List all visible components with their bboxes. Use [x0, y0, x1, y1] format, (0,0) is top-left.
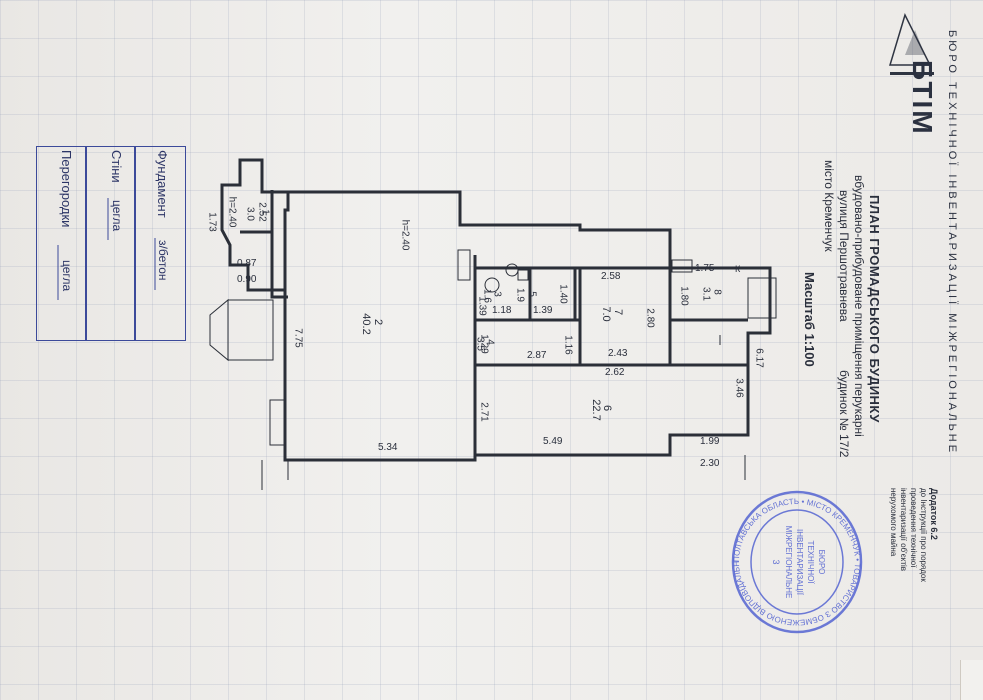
dimension-label: 1.39: [476, 296, 488, 316]
height-label: h=2.40: [226, 196, 238, 228]
dimension-label: 1.40: [557, 284, 569, 304]
room-2-number: 2: [372, 318, 384, 326]
stamp-line: ТЕХНІЧНОЇ: [806, 540, 815, 584]
dimension-label: 1.29: [478, 334, 490, 354]
dimension-label: 1.75: [695, 263, 715, 274]
room-8-number: 8: [711, 289, 723, 295]
dimension-label: 1.16: [562, 335, 574, 355]
dimension-label: 0.87: [237, 258, 257, 269]
room-6-area: 22.7: [590, 399, 602, 421]
room-2-area: 40.2: [360, 313, 372, 335]
stamp-line: МІЖРЕГІОНАЛЬНЕ: [784, 526, 793, 599]
logo-icon: [888, 12, 934, 75]
dimension-label: 1.39: [533, 305, 553, 316]
height-label: h=2.40: [399, 219, 411, 251]
materials-legend: [36, 146, 186, 341]
dimension-label: 2.80: [644, 308, 656, 328]
dimension-label: 7.75: [292, 328, 304, 348]
legend-divider: [85, 147, 87, 340]
dimension-label: 2.43: [608, 348, 628, 359]
stamp-line: 3: [771, 559, 781, 564]
dimension-label: 6.17: [753, 348, 765, 368]
dimension-label: 2.58: [601, 271, 621, 282]
stamp-line: БЮРО: [817, 550, 826, 575]
legend-divider: [134, 147, 136, 340]
room-marker: [484, 277, 500, 293]
room-7-number: 7: [612, 308, 624, 316]
dimension-label: 3.46: [733, 378, 745, 398]
dimension-label: 1.73: [206, 212, 218, 232]
dimension-label: 2.87: [527, 350, 547, 361]
dimension-label: 2.30: [700, 458, 720, 469]
room-5-number: 5: [526, 291, 538, 297]
room-1-area: 3.0: [244, 207, 256, 221]
stamp-line: ІНВЕНТАРИЗАЦІЇ: [795, 529, 804, 596]
sheet-edge: [960, 660, 983, 700]
dimension-label: 1.80: [678, 286, 690, 306]
room-8-area: 3.1: [700, 287, 712, 301]
dimension-label: 5.49: [543, 436, 563, 447]
dimension-label: 1.99: [700, 436, 720, 447]
dimension-label: 5.34: [378, 442, 398, 453]
dimension-label: 1.18: [492, 305, 512, 316]
dimension-label: 2.52: [256, 202, 268, 222]
room-3-number: 3: [491, 291, 503, 297]
official-stamp: ПОЛТАВСЬКА ОБЛАСТЬ • МІСТО КРЕМЕНЧУК • Т…: [730, 487, 863, 634]
room-6-number: 6: [601, 404, 613, 412]
room-5-area: 1.9: [514, 288, 526, 302]
outer-wall: [283, 190, 772, 462]
room-7-area: 7.0: [600, 306, 612, 322]
dimension-label: 0.90: [237, 274, 257, 285]
dimension-label: 2.62: [605, 367, 625, 378]
k-marker: К: [735, 264, 741, 274]
dimension-label: 2.71: [478, 402, 490, 422]
